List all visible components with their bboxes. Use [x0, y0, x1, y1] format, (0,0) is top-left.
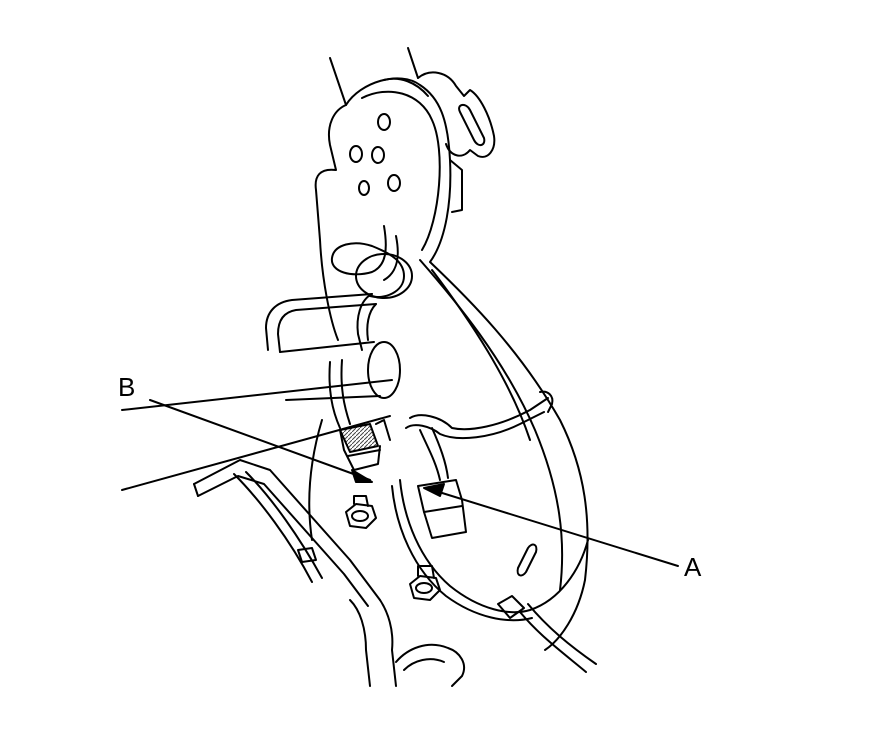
- lower-frame: [193, 419, 466, 687]
- main-bracket: [314, 77, 589, 651]
- connector-b: [339, 419, 391, 471]
- wire-harness: [405, 390, 554, 539]
- lower-cable: [391, 479, 597, 673]
- wire-loop: [330, 225, 413, 299]
- wire-rod: [265, 293, 377, 353]
- callout-label-b: B: [118, 372, 136, 402]
- callout-b-leaders: [121, 379, 393, 491]
- nut-upper: [345, 495, 377, 529]
- callout-label-a: A: [684, 552, 702, 582]
- arrowhead-b: [351, 469, 373, 483]
- top-latch: [417, 71, 496, 213]
- horizontal-tube: [279, 341, 401, 429]
- callout-a-leader: [423, 483, 679, 567]
- arrowhead-a: [423, 483, 445, 497]
- nut-lower: [409, 565, 441, 601]
- upper-rails: [329, 47, 419, 106]
